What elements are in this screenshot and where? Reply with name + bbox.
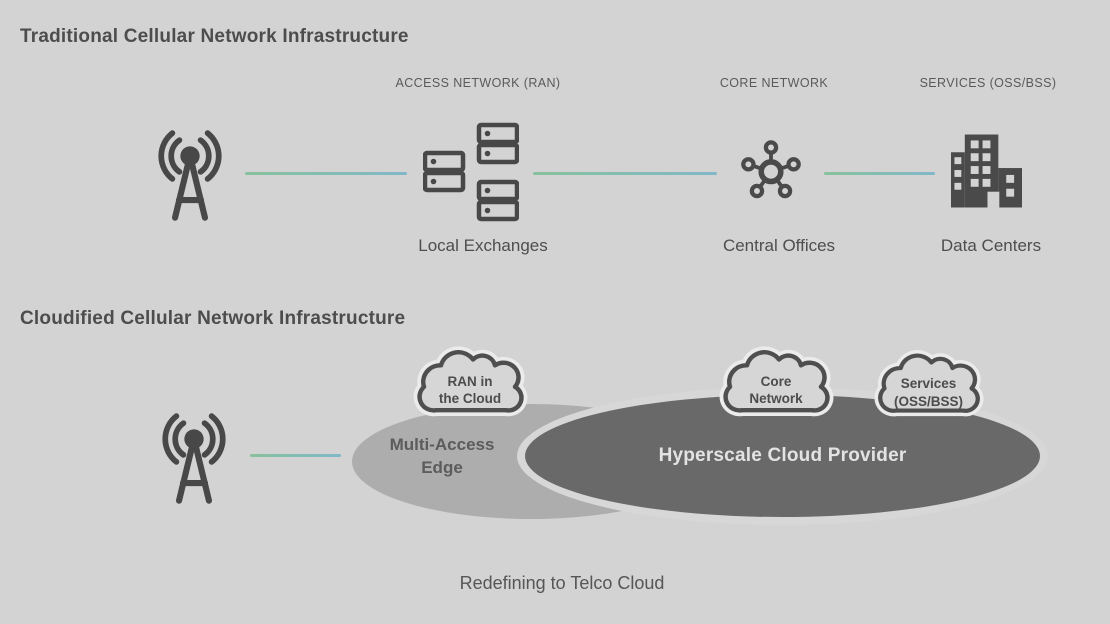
cell-tower-icon: [162, 413, 226, 504]
column-header-access-network: ACCESS NETWORK (RAN): [395, 76, 561, 90]
cloud-core-network: Core Network: [717, 340, 835, 418]
cloud-icon: [874, 350, 984, 417]
cloud-label: RAN in the Cloud: [438, 373, 502, 407]
connector-line-core: [533, 172, 717, 175]
traditional-section-title: Traditional Cellular Network Infrastruct…: [20, 26, 409, 47]
cell-tower-icon: [158, 130, 222, 221]
connector-line-edge: [250, 454, 341, 457]
hyperscale-cloud-provider-label: Hyperscale Cloud Provider: [658, 445, 907, 466]
cloud-services-oss-bss: Services (OSS/BSS): [872, 344, 985, 418]
server-rack-icon: [423, 122, 519, 222]
column-header-services: SERVICES (OSS/BSS): [919, 76, 1057, 90]
cloud-label: Services (OSS/BSS): [893, 376, 963, 409]
column-header-core-network: CORE NETWORK: [719, 76, 829, 90]
caption-data-centers: Data Centers: [940, 236, 1042, 255]
cloud-icon: [719, 346, 834, 417]
cloud-icon: [413, 346, 528, 417]
cloudified-section-title: Cloudified Cellular Network Infrastructu…: [20, 308, 406, 329]
multi-access-edge-label: Multi-Access Edge: [389, 435, 495, 477]
cloud-label: Core Network: [749, 373, 803, 407]
cloud-ran-in-the-cloud: RAN in the Cloud: [411, 340, 529, 418]
footer-caption: Redefining to Telco Cloud: [459, 573, 665, 593]
caption-local-exchanges: Local Exchanges: [418, 236, 548, 255]
buildings-icon: [951, 134, 1022, 208]
connector-line-ran: [245, 172, 407, 175]
caption-central-offices: Central Offices: [722, 236, 836, 255]
hub-network-icon: [741, 140, 801, 199]
connector-line-services: [824, 172, 935, 175]
